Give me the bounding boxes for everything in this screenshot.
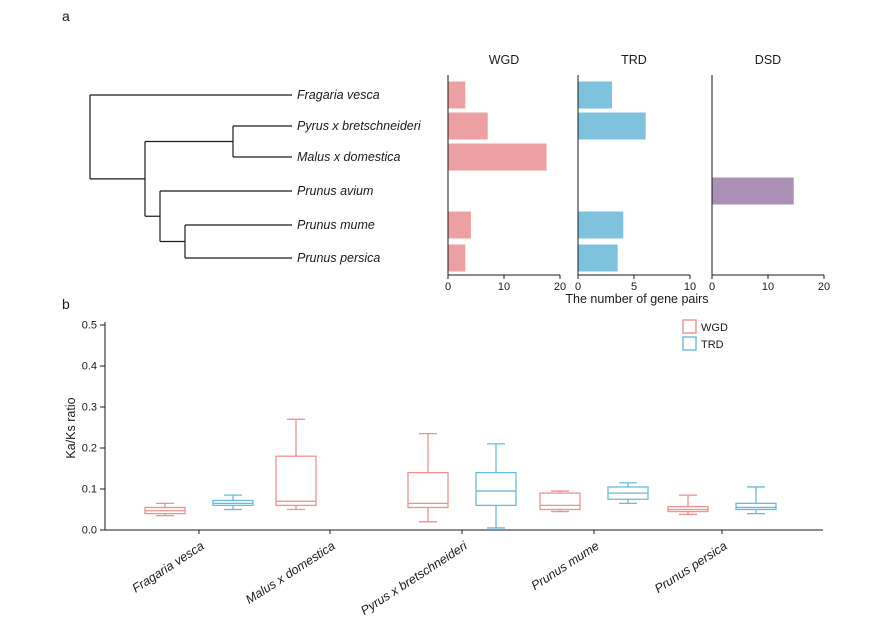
species-label: Prunus mume — [297, 218, 375, 232]
species-label: Prunus persica — [297, 251, 380, 265]
legend-swatch-TRD — [682, 336, 697, 351]
x-tick-label: 20 — [554, 281, 566, 293]
species-label: Prunus avium — [297, 184, 373, 198]
box-iqr — [407, 471, 449, 509]
x-tick-label: Prunus persica — [652, 539, 730, 596]
phylogenetic-tree — [89, 94, 292, 259]
y-tick-label: 0.4 — [82, 361, 97, 373]
legend-label: TRD — [701, 339, 724, 351]
x-tick-label: Pyrus x bretschneideri — [358, 538, 470, 618]
y-tick-label: 0.3 — [82, 402, 97, 414]
y-tick-label: 0.5 — [82, 320, 97, 332]
x-tick-label: Malus x domestica — [243, 539, 337, 607]
x-tick-label: 5 — [631, 281, 637, 293]
gene-pairs-bar-charts: WGD 0 10 20 TRD 0 5 10 DSD 0 10 20 — [445, 53, 830, 293]
box-iqr — [539, 492, 581, 511]
boxplot-yaxis-label: Ka/Ks ratio — [64, 397, 78, 458]
x-tick-label: Prunus mume — [529, 539, 602, 593]
y-tick-label: 0.0 — [82, 525, 97, 537]
box-WGD-Prunus mume — [539, 490, 581, 513]
subpanel-title: WGD — [489, 53, 520, 67]
box-TRD-Fragaria vesca — [212, 494, 254, 511]
y-tick-label: 0.2 — [82, 443, 97, 455]
box-iqr — [275, 455, 317, 507]
bar-TRD-Fragaria vesca — [578, 81, 613, 109]
y-tick-label: 0.1 — [82, 484, 97, 496]
box-WGD-Fragaria vesca — [144, 502, 186, 517]
x-tick-label: 10 — [498, 281, 510, 293]
x-tick-label: Fragaria vesca — [130, 539, 207, 596]
x-tick-label: 0 — [575, 281, 581, 293]
x-tick-label: 0 — [709, 281, 715, 293]
bar-WGD-Pyrus x bretschneideri — [448, 112, 488, 140]
box-TRD-Pyrus x bretschneideri — [475, 443, 517, 529]
species-label: Fragaria vesca — [297, 88, 380, 102]
box-WGD-Pyrus x bretschneideri — [407, 432, 449, 523]
bar-TRD-Prunus persica — [578, 244, 618, 272]
bar-subpanel-TRD: TRD 0 5 10 — [575, 53, 696, 293]
box-WGD-Prunus persica — [667, 494, 709, 516]
bar-WGD-Prunus mume — [448, 211, 471, 239]
box-WGD-Malus x domestica — [275, 418, 317, 511]
legend-swatch-WGD — [682, 319, 697, 334]
bar-WGD-Malus x domestica — [448, 143, 547, 171]
legend-label: WGD — [701, 322, 728, 334]
subpanel-title: TRD — [621, 53, 647, 67]
bar-subpanel-DSD: DSD 0 10 20 — [709, 53, 830, 293]
x-tick-label: 0 — [445, 281, 451, 293]
box-TRD-Prunus mume — [607, 482, 649, 505]
x-tick-label: 10 — [762, 281, 774, 293]
panel-b-label: b — [62, 296, 70, 312]
bar-TRD-Pyrus x bretschneideri — [578, 112, 646, 140]
panel-a-label: a — [62, 8, 70, 24]
x-tick-label: 20 — [818, 281, 830, 293]
box-TRD-Prunus persica — [735, 486, 777, 515]
x-tick-label: 10 — [684, 281, 696, 293]
bar-DSD-Prunus avium — [712, 177, 794, 205]
box-iqr — [735, 502, 777, 511]
box-iqr — [475, 471, 517, 507]
bar-subpanel-WGD: WGD 0 10 20 — [445, 53, 566, 293]
bar-TRD-Prunus mume — [578, 211, 624, 239]
bar-xaxis-label: The number of gene pairs — [565, 292, 708, 306]
species-label: Malus x domestica — [297, 150, 401, 164]
legend: WGD TRD — [682, 319, 728, 351]
bar-WGD-Fragaria vesca — [448, 81, 466, 109]
subpanel-title: DSD — [755, 53, 781, 67]
species-label: Pyrus x bretschneideri — [297, 119, 422, 133]
bar-WGD-Prunus persica — [448, 244, 466, 272]
